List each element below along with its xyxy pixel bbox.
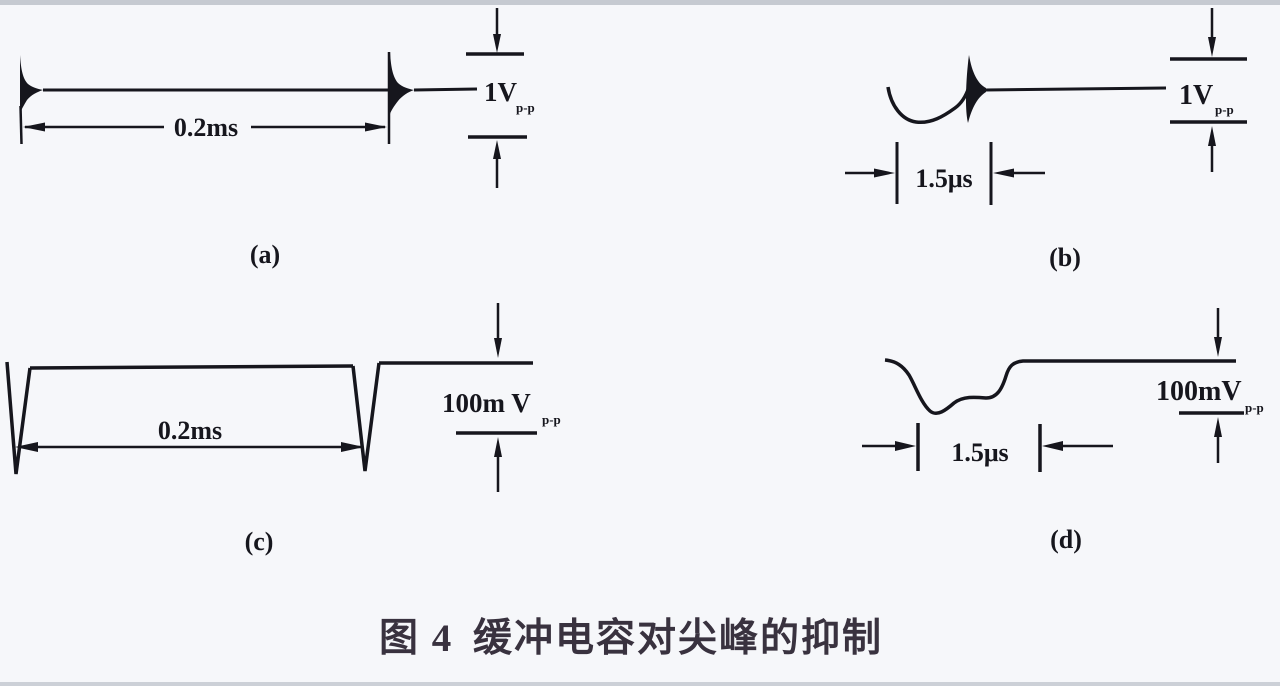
- panel-d-dim-arrow-left: [895, 441, 916, 451]
- caption-figure-number: 图 4: [379, 617, 453, 660]
- panel-c-amp-arrow-up: [494, 437, 502, 457]
- panel-a: 0.2ms 1V p-p (a): [19, 8, 535, 269]
- panel-a-amplitude-subscript: p-p: [516, 100, 535, 115]
- panel-a-trace-end: [413, 87, 478, 92]
- panel-c-time-label: 0.2ms: [158, 416, 222, 445]
- panel-a-amp-arrow-up: [493, 140, 501, 159]
- panel-a-dim-arrow-left: [23, 122, 45, 132]
- panel-d-amplitude-subscript: p-p: [1245, 400, 1264, 415]
- page-top-edge: [0, 0, 1280, 5]
- figure-caption: 图 4 缓冲电容对尖峰的抑制: [379, 617, 883, 660]
- panel-c-trace-top: [29, 364, 354, 370]
- panel-b-trace-flat: [984, 86, 1167, 92]
- panel-b-trace-dip: [886, 86, 971, 125]
- panel-d-amplitude-value: 100mV: [1156, 376, 1242, 407]
- panel-a-left-spike: [20, 55, 43, 114]
- panel-c-dim-arrow-left: [15, 442, 38, 452]
- panel-d-dim-arrow-right: [1042, 441, 1063, 451]
- panel-d-amp-arrow-up: [1214, 417, 1222, 437]
- panel-b-dim-arrow-left: [874, 168, 895, 178]
- panel-a-time-label: 0.2ms: [174, 113, 238, 142]
- panel-a-right-spike: [390, 52, 414, 114]
- panel-b-amplitude-subscript: p-p: [1215, 102, 1234, 117]
- panel-b-spike: [966, 55, 986, 123]
- panel-b: 1.5μs 1V p-p (b): [845, 8, 1247, 272]
- panel-c-label: (c): [245, 527, 274, 556]
- panel-c-amplitude-subscript: p-p: [542, 412, 561, 427]
- panel-b-dim-arrow-right: [993, 168, 1014, 178]
- page-bottom-edge: [0, 682, 1280, 686]
- panel-a-amp-arrow-down: [493, 34, 501, 53]
- panel-c-right-notch: [351, 362, 381, 472]
- caption-title: 缓冲电容对尖峰的抑制: [473, 617, 883, 660]
- panel-b-amplitude-value: 1V: [1179, 80, 1213, 111]
- panel-a-dim-arrow-right: [365, 122, 387, 132]
- panel-b-amp-arrow-down: [1208, 37, 1216, 57]
- panel-c-amplitude-value: 100m V: [442, 388, 531, 418]
- panel-d-trace: [884, 358, 1236, 416]
- panel-a-label: (a): [250, 240, 280, 269]
- panel-b-amp-arrow-up: [1208, 126, 1216, 146]
- panel-c-amp-arrow-down: [494, 338, 502, 358]
- panel-a-left-tick: [19, 105, 23, 145]
- panel-c-dim-arrow-right: [341, 442, 364, 452]
- panel-d-label: (d): [1050, 525, 1082, 554]
- panel-c: 0.2ms 100m V p-p (c): [5, 303, 561, 556]
- panel-d-time-label: 1.5μs: [951, 438, 1008, 467]
- panel-d: 1.5μs 100mV p-p (d): [862, 308, 1264, 554]
- panel-c-left-notch: [5, 361, 32, 475]
- panel-b-label: (b): [1049, 243, 1081, 272]
- panel-d-amp-arrow-down: [1214, 337, 1222, 357]
- panel-b-time-label: 1.5μs: [915, 164, 972, 193]
- panel-a-amplitude-value: 1V: [484, 77, 518, 107]
